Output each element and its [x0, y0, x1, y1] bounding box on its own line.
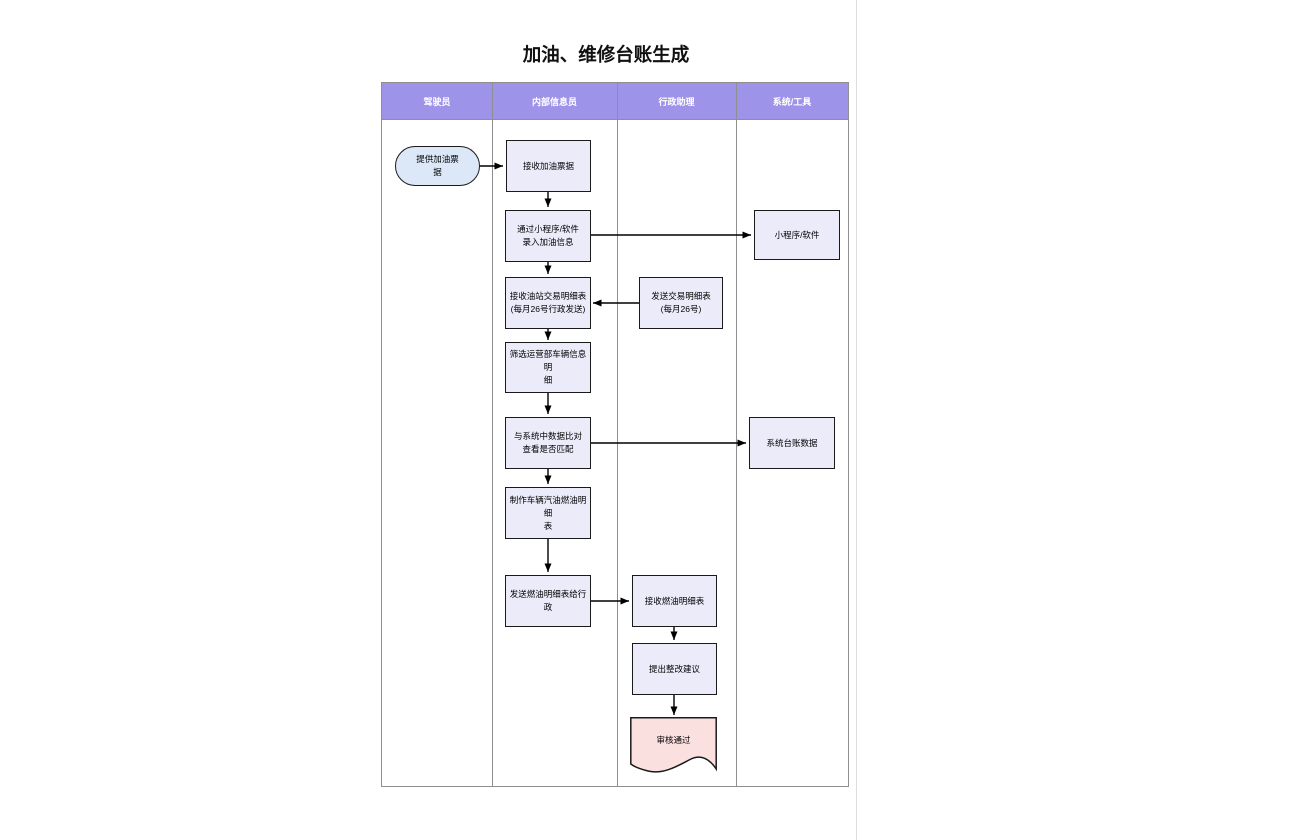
flow-node-receive-fuel-detail: 接收燃油明细表 — [632, 575, 717, 627]
flow-node-label: 小程序/软件 — [774, 229, 820, 240]
flow-node-system-ledger-data: 系统台账数据 — [749, 417, 835, 469]
flow-node-label: 发送交易明细表 (每月26号) — [651, 291, 711, 314]
swimlane-table: 驾驶员 内部信息员 行政助理 系统/工具 — [381, 82, 849, 787]
flow-node-make-fuel-detail: 制作车辆汽油燃油明细 表 — [505, 487, 591, 539]
flow-node-send-fuel-detail: 发送燃油明细表给行政 — [505, 575, 591, 627]
lane-divider — [617, 83, 618, 786]
flow-node-label: 与系统中数据比对 查看是否匹配 — [513, 431, 582, 454]
lane-divider — [492, 83, 493, 786]
page-edge-line — [856, 0, 857, 840]
flow-node-label: 审核通过 — [656, 735, 691, 745]
flow-node-label: 提供加油票 据 — [416, 154, 459, 177]
flow-node-label: 筛选运营部车辆信息明 细 — [509, 349, 587, 385]
flow-node-enter-fuel-info: 通过小程序/软件 录入加油信息 — [505, 210, 591, 262]
flow-node-send-statement: 发送交易明细表 (每月26号) — [639, 277, 723, 329]
flow-node-provide-receipt: 提供加油票 据 — [395, 146, 480, 186]
flow-node-label: 接收油站交易明细表 (每月26号行政发送) — [509, 291, 587, 314]
lane-header-admin-assistant: 行政助理 — [658, 96, 695, 107]
lane-header-driver: 驾驶员 — [423, 96, 451, 107]
flow-node-label: 发送燃油明细表给行政 — [509, 589, 587, 612]
flow-node-label: 接收燃油明细表 — [644, 595, 705, 606]
flow-node-label: 接收加油票据 — [522, 160, 574, 171]
lane-header-row: 驾驶员 内部信息员 行政助理 系统/工具 — [382, 83, 848, 120]
flow-node-audit-passed: 审核通过 — [630, 717, 717, 774]
flow-node-label: 通过小程序/软件 录入加油信息 — [517, 224, 579, 247]
diagram-title: 加油、维修台账生成 — [522, 44, 690, 65]
flow-node-miniprogram-software: 小程序/软件 — [754, 210, 840, 260]
flow-node-label: 制作车辆汽油燃油明细 表 — [509, 494, 587, 531]
document-shape-icon — [630, 717, 717, 773]
flow-node-filter-vehicle-info: 筛选运营部车辆信息明 细 — [505, 342, 591, 393]
flow-node-label: 提出整改建议 — [648, 663, 700, 674]
flow-node-compare-system-data: 与系统中数据比对 查看是否匹配 — [505, 417, 591, 469]
lane-divider — [736, 83, 737, 786]
flow-node-propose-rectification: 提出整改建议 — [632, 643, 717, 695]
lane-header-system-tools: 系统/工具 — [772, 96, 812, 107]
lane-header-internal-info-officer: 内部信息员 — [531, 96, 577, 107]
flow-node-label: 系统台账数据 — [766, 437, 818, 448]
flow-node-receive-receipt: 接收加油票据 — [506, 140, 591, 192]
flow-node-receive-station-statement: 接收油站交易明细表 (每月26号行政发送) — [505, 277, 591, 329]
